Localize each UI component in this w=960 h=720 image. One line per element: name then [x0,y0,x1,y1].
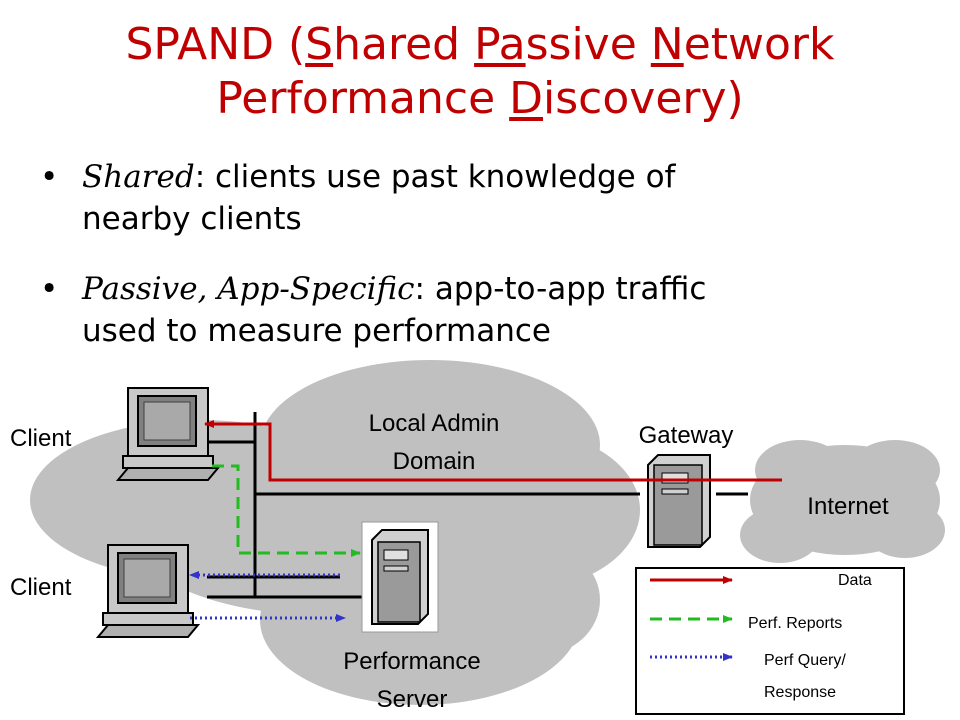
bullet-text: : clients use past knowledge of [194,159,676,195]
data-flow-arrow [204,420,782,482]
client-1-computer-icon [115,387,221,481]
client-2-computer-icon [95,544,201,638]
network-wires [207,412,748,599]
local-domain-label-1: Local Admin [369,410,500,437]
local-domain-cloud [30,360,640,705]
server-label-1: Performance [343,648,480,675]
title-line-1: SPAND (Shared Passive Network [125,19,835,70]
client-2-label: Client [10,574,72,601]
perf-report-arrow [212,464,361,557]
internet-label: Internet [807,493,889,520]
legend: Data Perf. Reports Perf Query/ Response [635,567,905,715]
bullet-marker: • [40,271,59,307]
local-domain-label-2: Domain [393,448,476,475]
title-line-2: Performance Discovery) [216,73,744,124]
gateway-server-icon [647,454,711,548]
bullet-term: Shared [82,159,195,195]
legend-query-label-2: Response [764,684,836,701]
legend-data-label: Data [838,572,872,589]
legend-query-label-1: Perf Query/ [764,652,846,669]
bullet-text: : app-to-app traffic [414,271,707,307]
bullet-text-cont: nearby clients [82,201,302,237]
server-label-2: Server [377,686,448,713]
gateway-label: Gateway [639,422,734,449]
internet-cloud [740,440,945,563]
bullet-text-cont: used to measure performance [82,313,551,349]
bullet-term: Passive, App-Specific [82,271,415,307]
performance-server-icon [361,521,439,633]
slide-title: SPAND (Shared Passive Network Performanc… [0,18,960,126]
bullet-marker: • [40,159,59,195]
client-1-label: Client [10,425,72,452]
legend-reports-label: Perf. Reports [748,615,842,632]
